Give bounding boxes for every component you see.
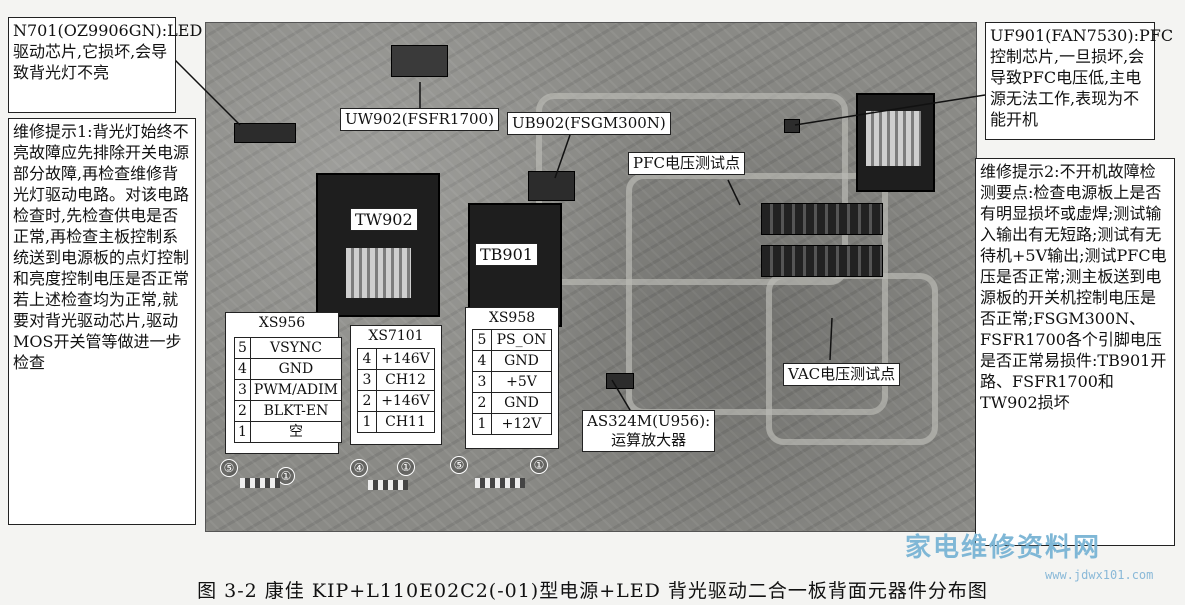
pin-signal: BLKT-EN	[249, 400, 342, 422]
xs958-pin-row: 3+5V	[472, 371, 552, 393]
xs7101-pin-end-1: ①	[397, 458, 415, 476]
xs956-pin-end-1: ①	[277, 467, 295, 485]
figure-caption: 图 3-2 康佳 KIP+L110E02C2(-01)型电源+LED 背光驱动二…	[197, 580, 988, 602]
xs956-pin-end-5: ⑤	[220, 459, 238, 477]
tw902-label: TW902	[350, 208, 418, 231]
pcb-trace	[626, 173, 888, 415]
n701-callout: N701(OZ9906GN):LED驱动芯片,它损坏,会导致背光灯不亮	[8, 17, 202, 113]
xs7101-header-pins	[368, 480, 408, 490]
pin-number: 2	[472, 392, 492, 414]
uw902-label: UW902(FSFR1700)	[340, 108, 499, 131]
pin-number: 3	[234, 379, 251, 401]
pin-number: 3	[472, 371, 492, 393]
pin-signal: GND	[491, 350, 552, 372]
transformer-winding	[346, 248, 411, 298]
uf901-callout: UF901(FAN7530):PFC控制芯片,一旦损坏,会导致PFC电压低,主电…	[985, 22, 1173, 140]
vac-test-point-label: VAC电压测试点	[783, 363, 901, 386]
pin-signal: PS_ON	[491, 329, 552, 351]
pin-number: 4	[472, 350, 492, 372]
pin-signal: +146V	[376, 390, 435, 412]
uf901-chip	[784, 119, 800, 133]
watermark-logo-text: 家电维修资料网	[905, 533, 1102, 563]
pin-signal: PWM/ADIM	[249, 379, 342, 401]
as324m-label: AS324M(U956): 运算放大器	[582, 410, 716, 452]
pin-number: 2	[357, 390, 377, 412]
pin-number: 1	[234, 421, 251, 443]
xs958-header-pins	[475, 478, 525, 488]
pin-number: 1	[357, 411, 377, 433]
xs7101-pin-end-4: ④	[350, 459, 368, 477]
ub902-label: UB902(FSGM300N)	[507, 112, 671, 135]
watermark-url: www.jdwx101.com	[1045, 568, 1154, 582]
pin-number: 4	[234, 358, 251, 380]
xs956-title: XS956	[258, 315, 306, 331]
pin-signal: +146V	[376, 348, 435, 370]
ub902-chip	[528, 171, 575, 201]
pin-signal: GND	[249, 358, 342, 380]
tb901-label: TB901	[475, 243, 538, 266]
pin-number: 3	[357, 369, 377, 391]
pin-signal: 空	[249, 421, 342, 443]
pin-signal: +5V	[491, 371, 552, 393]
pin-signal: CH11	[376, 411, 435, 433]
xs958-title: XS958	[488, 310, 536, 326]
heatsink	[761, 245, 883, 277]
pin-number: 2	[234, 400, 251, 422]
xs958-pin-end-5: ⑤	[450, 456, 468, 474]
pin-signal: GND	[491, 392, 552, 414]
pin-signal: CH12	[376, 369, 435, 391]
pfc-test-point-label: PFC电压测试点	[628, 152, 745, 175]
uw902-chip	[391, 45, 448, 77]
xs7101-pin-row: 2+146V	[357, 390, 435, 412]
xs7101-title: XS7101	[368, 328, 424, 344]
as324m-chip	[606, 373, 634, 389]
pin-number: 4	[357, 348, 377, 370]
inductor-winding	[866, 111, 921, 166]
xs958-pin-end-1: ①	[530, 456, 548, 474]
xs956-header-pins	[240, 478, 280, 488]
pin-number: 1	[472, 413, 492, 435]
pin-signal: +12V	[491, 413, 552, 435]
pin-number: 5	[234, 337, 251, 359]
repair-tip-2-callout: 维修提示2:不开机故障检测要点:检查电源板上是否有明显损坏或虚焊;测试输入输出有…	[975, 158, 1175, 546]
n701-chip	[234, 123, 296, 143]
pin-number: 5	[472, 329, 492, 351]
xs7101-pin-row: 4+146V	[357, 348, 435, 370]
pin-signal: VSYNC	[249, 337, 342, 359]
xs958-pin-row: 1+12V	[472, 413, 552, 435]
circuit-board-photo	[205, 22, 977, 532]
repair-tip-1-callout: 维修提示1:背光灯始终不亮故障应先排除开关电源部分故障,再检查维修背光灯驱动电路…	[8, 118, 196, 525]
heatsink	[761, 203, 883, 235]
